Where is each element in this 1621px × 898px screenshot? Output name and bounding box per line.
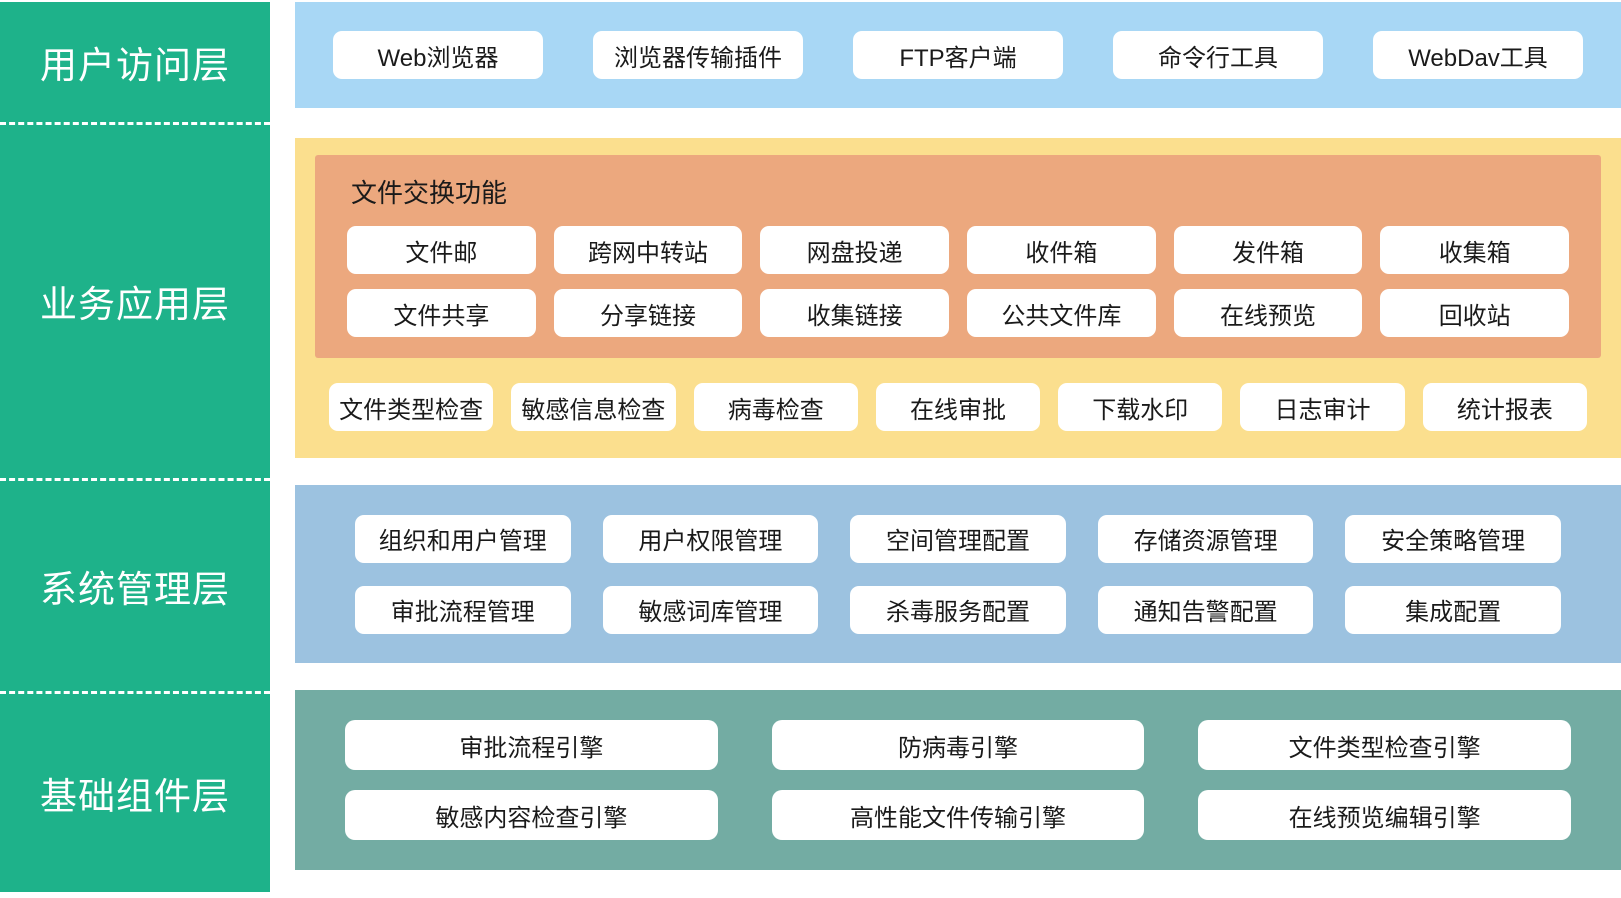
file-exchange-box: 收集箱 (1380, 226, 1570, 274)
file-exchange-box: 收件箱 (967, 226, 1156, 274)
file-exchange-box: 文件邮 (347, 226, 536, 274)
file-exchange-group: 文件交换功能 文件邮 跨网中转站 网盘投递 收件箱 发件箱 收集箱 文件共享 分… (315, 155, 1601, 358)
file-exchange-box: 收集链接 (760, 289, 950, 337)
user-access-box: Web浏览器 (333, 31, 543, 79)
system-mgmt-box: 审批流程管理 (355, 585, 571, 634)
business-check-box: 在线审批 (875, 383, 1041, 431)
band-user-access: Web浏览器 浏览器传输插件 FTP客户端 命令行工具 WebDav工具 (295, 2, 1621, 108)
file-exchange-box: 网盘投递 (760, 226, 950, 274)
system-mgmt-box: 敏感词库管理 (602, 585, 819, 634)
base-components-row-2: 敏感内容检查引擎 高性能文件传输引擎 在线预览编辑引擎 (345, 790, 1572, 840)
user-access-box: FTP客户端 (853, 31, 1063, 79)
user-access-box: 浏览器传输插件 (593, 31, 803, 79)
layer-label-user-access: 用户访问层 (40, 45, 230, 87)
engine-box: 文件类型检查引擎 (1198, 720, 1572, 770)
band-base-components: 审批流程引擎 防病毒引擎 文件类型检查引擎 敏感内容检查引擎 高性能文件传输引擎… (295, 690, 1621, 870)
business-checks-row: 文件类型检查 敏感信息检查 病毒检查 在线审批 下载水印 日志审计 统计报表 (315, 383, 1601, 431)
business-check-box: 病毒检查 (693, 383, 858, 431)
file-exchange-box: 发件箱 (1173, 226, 1363, 274)
file-exchange-box: 跨网中转站 (553, 226, 743, 274)
system-mgmt-box: 组织和用户管理 (355, 514, 571, 563)
engine-box: 防病毒引擎 (771, 720, 1145, 770)
business-check-box: 日志审计 (1240, 383, 1405, 431)
user-access-box: 命令行工具 (1113, 31, 1323, 79)
business-check-box: 敏感信息检查 (511, 383, 676, 431)
business-check-box: 下载水印 (1058, 383, 1223, 431)
file-exchange-group-title: 文件交换功能 (351, 178, 508, 208)
engine-box: 敏感内容检查引擎 (345, 790, 718, 840)
file-exchange-box: 回收站 (1380, 289, 1570, 337)
engine-box: 高性能文件传输引擎 (771, 790, 1145, 840)
base-components-row-1: 审批流程引擎 防病毒引擎 文件类型检查引擎 (345, 720, 1572, 770)
file-exchange-box: 分享链接 (553, 289, 743, 337)
layer-label-base-components: 基础组件层 (0, 691, 270, 892)
file-exchange-row-2: 文件共享 分享链接 收集链接 公共文件库 在线预览 回收站 (347, 289, 1570, 337)
system-mgmt-row-2: 审批流程管理 敏感词库管理 杀毒服务配置 通知告警配置 集成配置 (355, 585, 1561, 634)
file-exchange-box: 文件共享 (347, 289, 536, 337)
layer-sidebar: 用户访问层 业务应用层 系统管理层 基础组件层 (0, 2, 270, 892)
business-check-box: 统计报表 (1422, 383, 1587, 431)
system-mgmt-box: 用户权限管理 (602, 514, 819, 563)
layer-bands: Web浏览器 浏览器传输插件 FTP客户端 命令行工具 WebDav工具 文件交… (295, 2, 1621, 870)
layer-label-business-app: 业务应用层 (0, 122, 270, 478)
file-exchange-row-1: 文件邮 跨网中转站 网盘投递 收件箱 发件箱 收集箱 (347, 226, 1570, 274)
business-check-box: 文件类型检查 (329, 383, 494, 431)
system-mgmt-row-1: 组织和用户管理 用户权限管理 空间管理配置 存储资源管理 安全策略管理 (355, 514, 1561, 563)
system-mgmt-box: 安全策略管理 (1345, 514, 1561, 563)
system-mgmt-box: 空间管理配置 (850, 514, 1066, 563)
engine-box: 审批流程引擎 (345, 720, 718, 770)
band-system-mgmt: 组织和用户管理 用户权限管理 空间管理配置 存储资源管理 安全策略管理 审批流程… (295, 485, 1621, 663)
user-access-box: WebDav工具 (1373, 31, 1583, 79)
file-exchange-box: 在线预览 (1173, 289, 1363, 337)
band-business-app: 文件交换功能 文件邮 跨网中转站 网盘投递 收件箱 发件箱 收集箱 文件共享 分… (295, 138, 1621, 458)
system-mgmt-box: 集成配置 (1345, 585, 1561, 634)
system-mgmt-box: 存储资源管理 (1097, 514, 1314, 563)
system-mgmt-box: 通知告警配置 (1097, 585, 1314, 634)
file-exchange-box: 公共文件库 (967, 289, 1156, 337)
engine-box: 在线预览编辑引擎 (1198, 790, 1572, 840)
system-mgmt-box: 杀毒服务配置 (850, 585, 1066, 634)
layer-label-system-mgmt: 系统管理层 (0, 477, 270, 692)
